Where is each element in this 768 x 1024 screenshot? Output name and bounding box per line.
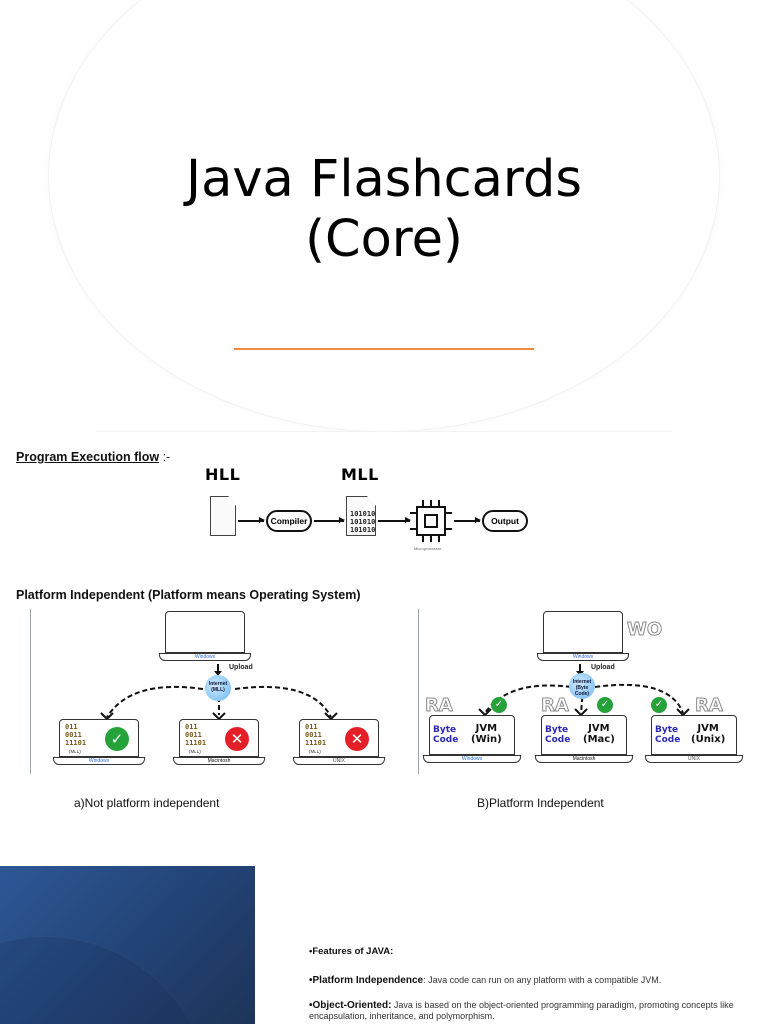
feature-item: •Object-Oriented: Java is based on the o…	[309, 1000, 749, 1021]
dashed-arrow-right	[234, 685, 332, 718]
os-label: Macintosh	[207, 758, 231, 764]
slide-edge	[96, 431, 672, 432]
title-oval-background	[48, 0, 720, 432]
flow-arrow	[238, 517, 265, 523]
file-label: (MLL)	[69, 749, 81, 754]
execution-flow-heading: Program Execution flow :-	[16, 450, 170, 464]
mll-label: MLL	[341, 465, 379, 484]
platform-independent-heading: Platform Independent (Platform means Ope…	[16, 588, 361, 602]
jvm-label: JVM(Mac)	[583, 723, 615, 745]
jvm-label: JVM(Unix)	[691, 723, 726, 745]
feature-item: •Platform Independence: Java code can ru…	[309, 975, 749, 986]
bytecode-label: Byte Code	[433, 725, 459, 745]
laptop-base: UNIX	[293, 757, 385, 765]
wo-label: WO	[626, 619, 663, 641]
laptop-screen	[429, 715, 515, 755]
microprocessor-icon	[410, 500, 452, 542]
file-label: (MLL)	[189, 749, 201, 754]
upload-label: Upload	[229, 664, 253, 671]
features-list: •Features of JAVA: •Platform Independenc…	[309, 946, 749, 1024]
caption-platform-independent: B)Platform Independent	[477, 796, 604, 810]
caption-not-platform-independent: a)Not platform independent	[74, 796, 220, 810]
os-label: Windows	[88, 758, 110, 764]
upload-arrow	[576, 664, 584, 676]
binary-lines: 101010 101010 101010	[350, 510, 375, 534]
platform-independent-diagram: Windows WO Upload Internet (Byte Code) R…	[418, 609, 748, 774]
decorative-arc	[0, 936, 210, 1024]
compiler-box: Compiler	[266, 510, 312, 532]
features-title: •Features of JAVA:	[309, 946, 394, 957]
laptop-base: UNIX	[645, 755, 743, 763]
jvm-label: JVM(Win)	[471, 723, 502, 745]
laptop-base: Windows	[53, 757, 145, 765]
laptop-base: Macintosh	[535, 755, 633, 763]
cross-icon: ✕	[225, 727, 249, 751]
laptop-screen	[541, 715, 627, 755]
check-icon: ✓	[597, 697, 613, 713]
microprocessor-caption: Microprocessor	[414, 546, 442, 551]
os-label: Windows	[572, 654, 594, 660]
laptop-screen	[651, 715, 737, 755]
execution-flow-heading-suffix: :-	[159, 450, 171, 464]
hll-label: HLL	[205, 465, 241, 484]
laptop-screen	[543, 611, 623, 653]
check-icon: ✓	[491, 697, 507, 713]
os-label: UNIX	[333, 758, 345, 764]
laptop-base: Windows	[159, 653, 251, 661]
feature-description: Java code can run on any platform with a…	[428, 975, 662, 985]
title-accent-divider	[234, 348, 534, 350]
os-label: UNIX	[688, 756, 700, 762]
execution-flow-heading-text: Program Execution flow	[16, 450, 160, 464]
decorative-blue-panel	[0, 866, 255, 1024]
laptop-screen	[179, 719, 259, 757]
feature-name: •Platform Independence	[309, 975, 424, 986]
execution-flow-diagram: HLL MLL Compiler 101010 101010 101010 Mi…	[200, 465, 540, 556]
feature-name: •Object-Oriented:	[309, 1000, 392, 1011]
binary-line: 101010	[350, 510, 376, 518]
file-label: (MLL)	[309, 749, 321, 754]
flow-arrow	[314, 517, 345, 523]
flow-arrow	[454, 517, 481, 523]
machine-file-icon	[346, 496, 376, 536]
upload-label: Upload	[591, 664, 615, 671]
ra-label: RA	[695, 695, 724, 717]
output-box: Output	[482, 510, 528, 532]
dashed-arrow-left	[106, 685, 204, 718]
dashed-arrow-right	[594, 683, 684, 714]
check-icon: ✓	[105, 727, 129, 751]
flow-arrow	[378, 517, 411, 523]
feature-separator: :	[423, 975, 429, 985]
binary-line: 101010	[350, 518, 376, 526]
ra-label: RA	[425, 695, 454, 717]
binary-line: 101010	[350, 526, 376, 534]
features-slide: •Features of JAVA: •Platform Independenc…	[0, 866, 768, 1024]
upload-arrow	[214, 664, 222, 676]
title-slide: Java Flashcards (Core)	[0, 0, 768, 432]
laptop-base: Macintosh	[173, 757, 265, 765]
os-label: Windows	[194, 654, 216, 660]
bytecode-label: Byte Code	[655, 725, 681, 745]
check-icon: ✓	[651, 697, 667, 713]
laptop-screen	[165, 611, 245, 653]
not-platform-independent-diagram: Windows Upload Internet (MLL) Windows 01…	[30, 609, 408, 774]
os-label: Macintosh	[572, 756, 596, 762]
bytecode-label: Byte Code	[545, 725, 571, 745]
ra-label: RA	[541, 695, 570, 717]
laptop-base: Windows	[423, 755, 521, 763]
feature-description: Java is based on the object-oriented pro…	[309, 1000, 734, 1021]
internet-globe-icon: Internet (Byte Code)	[569, 673, 595, 699]
dashed-arrow-left	[484, 684, 572, 714]
os-label: Windows	[461, 756, 483, 762]
internet-globe-icon: Internet (MLL)	[205, 675, 231, 701]
laptop-base: Windows	[537, 653, 629, 661]
deck-title-line2: (Core)	[305, 210, 463, 269]
platform-slide: Program Execution flow :- HLL MLL Compil…	[0, 436, 768, 856]
deck-title: Java Flashcards (Core)	[0, 150, 768, 270]
cross-icon: ✕	[345, 727, 369, 751]
deck-title-line1: Java Flashcards	[186, 150, 582, 209]
source-file-icon	[210, 496, 236, 536]
